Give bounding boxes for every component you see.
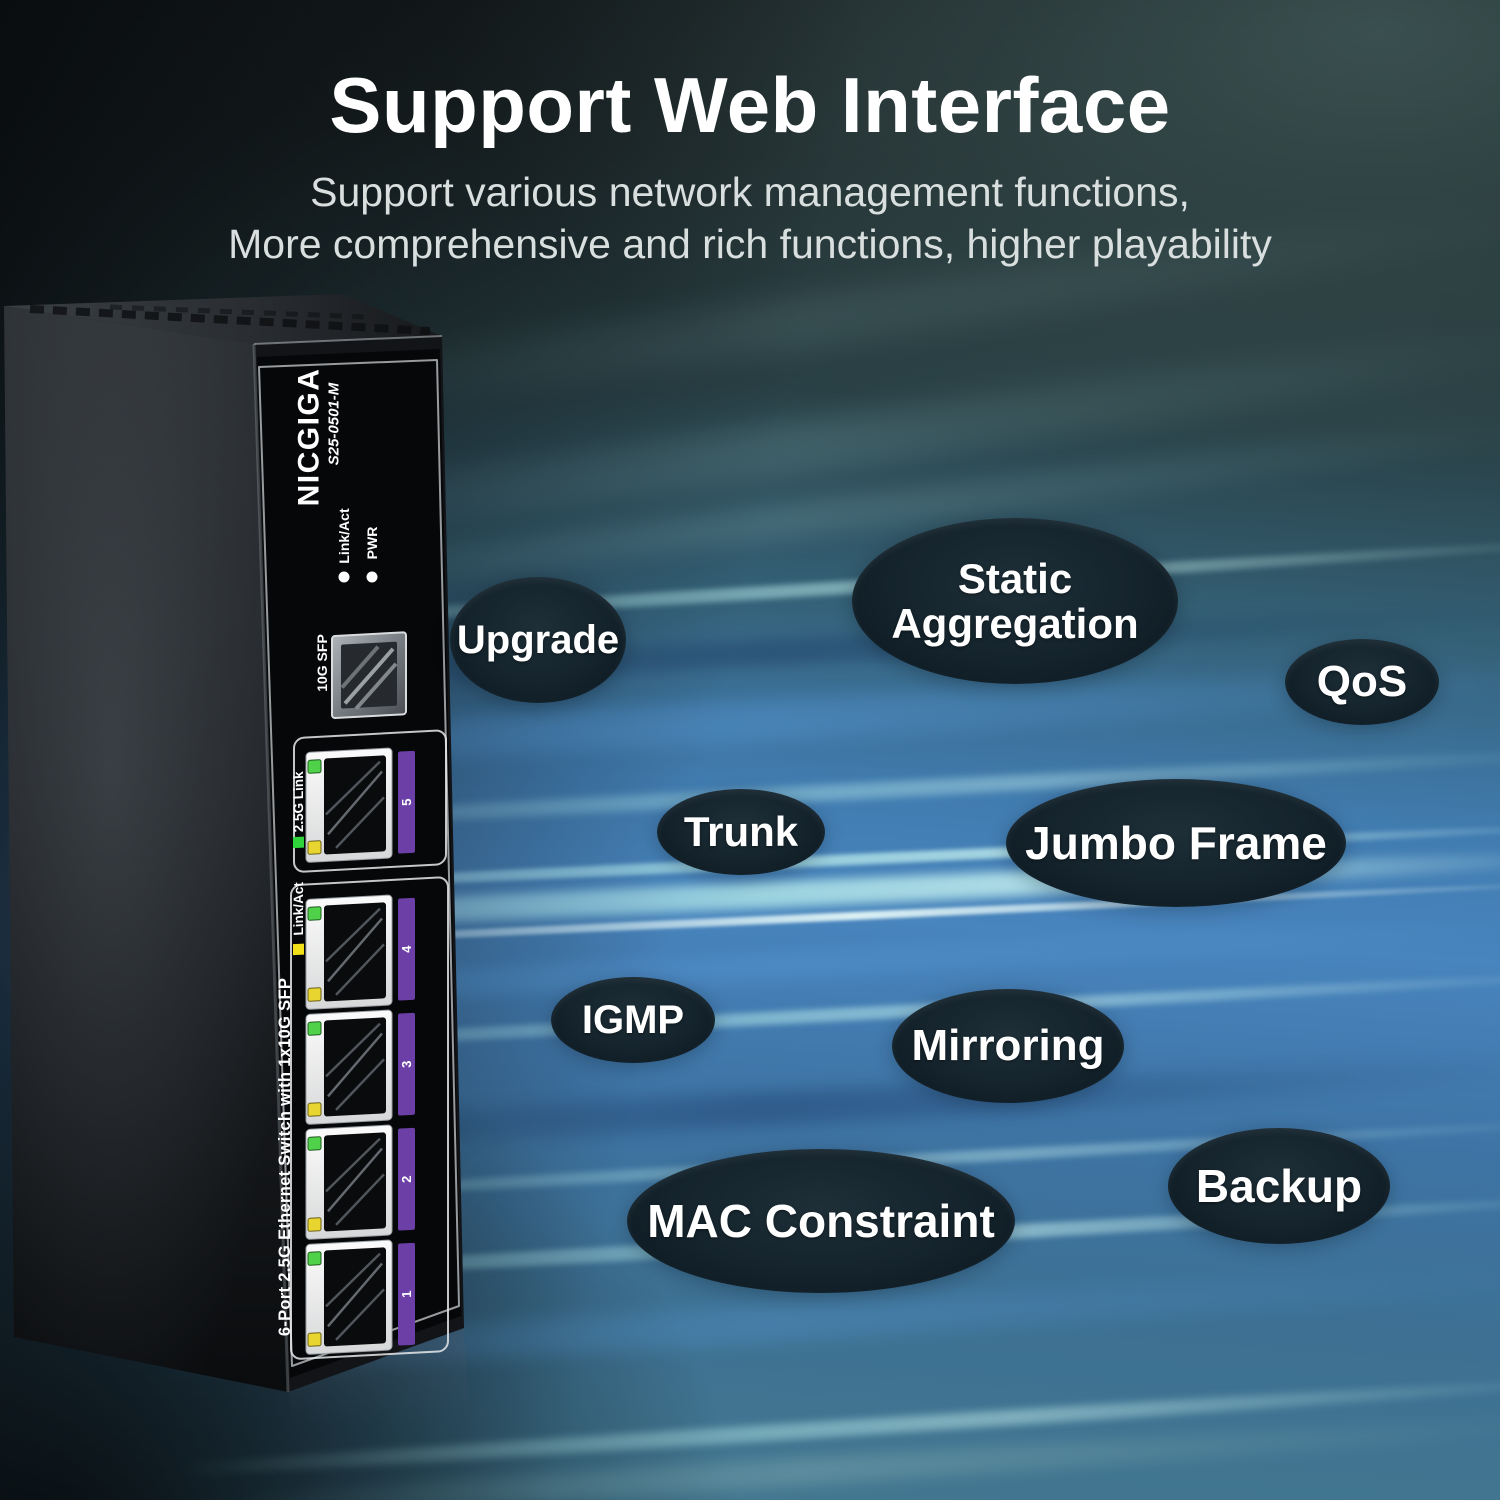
rj45-port-1 — [305, 1239, 393, 1355]
feature-label: Mirroring — [911, 1021, 1105, 1070]
page-title: Support Web Interface — [329, 61, 1171, 149]
port-pins — [325, 760, 381, 816]
port-led-yellow — [307, 987, 322, 1002]
feature-bubble-trunk: Trunk — [657, 789, 825, 875]
subtitle: Support various network management funct… — [0, 167, 1500, 270]
port-number: 2 — [399, 1175, 414, 1183]
feature-label: Jumbo Frame — [1025, 817, 1327, 869]
port-number: 1 — [399, 1290, 414, 1298]
feature-label: Trunk — [683, 808, 799, 855]
sfp-port-label: 10G SFP — [314, 634, 330, 692]
port-led-green — [307, 759, 322, 774]
led-link-act-label: Link/Act — [336, 508, 352, 564]
port-led-green — [307, 906, 322, 921]
vent-slots-row — [29, 305, 431, 335]
port-number-strip-5: 5 — [398, 750, 415, 854]
feature-label: Upgrade — [456, 617, 620, 662]
port-number-strip-1: 1 — [398, 1242, 415, 1346]
legend-green-square — [293, 836, 304, 849]
legend-label: Link/Act — [291, 881, 306, 936]
port-led-yellow — [307, 840, 322, 855]
network-switch-device: 5 4 3 2 1 2.5G Link — [4, 294, 470, 1425]
port-number-strip-4: 4 — [398, 897, 415, 1001]
front-top-bevel — [253, 335, 443, 345]
port-number-strip-3: 3 — [398, 1012, 415, 1116]
brand-text: NICGIGA — [293, 368, 326, 507]
feature-bubble-upgrade: Upgrade — [450, 577, 626, 703]
port-number: 5 — [399, 798, 414, 806]
port-led-yellow — [307, 1332, 322, 1347]
sfp-shutter-line — [343, 647, 395, 705]
rj45-port-5 — [305, 747, 393, 863]
feature-label: MAC Constraint — [647, 1195, 995, 1247]
feature-bubble-jumbo-frame: Jumbo Frame — [1006, 779, 1346, 907]
feature-bubble-static-aggregation: Static Aggregation — [852, 518, 1178, 684]
feature-bubble-mac-constraint: MAC Constraint — [627, 1149, 1015, 1293]
subtitle-line-1: Support various network management funct… — [310, 169, 1190, 215]
header: Support Web Interface Support various ne… — [0, 60, 1500, 270]
port-pins — [325, 1137, 381, 1193]
feature-label: QoS — [1316, 657, 1408, 706]
feature-label: IGMP — [581, 997, 685, 1042]
feature-bubble-qos: QoS — [1285, 639, 1439, 725]
led-pwr-dot — [366, 571, 378, 583]
legend-yellow-square — [293, 943, 304, 956]
sfp-cage — [331, 631, 407, 719]
switch-side-sheen — [4, 306, 288, 1392]
port-led-green — [307, 1021, 322, 1036]
legend-link-act: Link/Act — [291, 881, 306, 956]
port-led-yellow — [307, 1102, 322, 1117]
rj45-port-2 — [305, 1124, 393, 1240]
model-text: S25-0501-M — [326, 382, 343, 465]
port-number-strip-2: 2 — [398, 1127, 415, 1231]
feature-bubble-backup: Backup — [1168, 1128, 1390, 1244]
led-pwr-label: PWR — [364, 527, 380, 560]
port-number: 3 — [399, 1060, 414, 1068]
port-led-green — [307, 1251, 322, 1266]
led-link-act-dot — [338, 571, 350, 583]
port-led-green — [307, 1136, 322, 1151]
feature-bubble-mirroring: Mirroring — [892, 989, 1124, 1103]
feature-bubble-igmp: IGMP — [551, 977, 715, 1063]
port-led-yellow — [307, 1217, 322, 1232]
rj45-port-3 — [305, 1009, 393, 1125]
subtitle-line-2: More comprehensive and rich functions, h… — [228, 220, 1272, 267]
legend-label: 2.5G Link — [291, 771, 306, 833]
rj45-port-4 — [305, 894, 393, 1010]
product-description-text: 6-Port 2.5G Ethernet Switch with 1x10G S… — [276, 978, 294, 1336]
sfp-shutter-line — [354, 662, 398, 711]
feature-label: Backup — [1195, 1160, 1363, 1212]
feature-label: Static Aggregation — [891, 554, 1139, 647]
